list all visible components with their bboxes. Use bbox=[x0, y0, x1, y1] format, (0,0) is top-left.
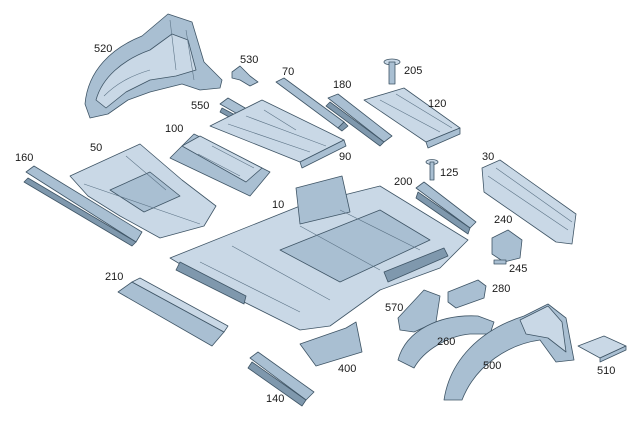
label-570: 570 bbox=[385, 302, 404, 314]
part-200 bbox=[415, 181, 477, 235]
label-120: 120 bbox=[428, 98, 447, 110]
part-30 bbox=[481, 159, 577, 245]
part-10 bbox=[169, 175, 469, 331]
part-400 bbox=[299, 321, 363, 367]
part-100 bbox=[169, 133, 271, 197]
part-120 bbox=[363, 87, 461, 149]
part-245 bbox=[493, 259, 507, 265]
part-500 bbox=[443, 303, 575, 401]
part-210 bbox=[117, 277, 229, 347]
label-280: 280 bbox=[492, 283, 511, 295]
label-30: 30 bbox=[482, 151, 495, 163]
part-125 bbox=[425, 159, 439, 181]
label-245: 245 bbox=[509, 263, 528, 275]
label-520: 520 bbox=[94, 43, 113, 55]
label-10: 10 bbox=[272, 199, 285, 211]
part-70 bbox=[275, 77, 349, 132]
label-205: 205 bbox=[404, 65, 423, 77]
part-160 bbox=[23, 165, 143, 247]
part-510 bbox=[577, 335, 627, 363]
part-240 bbox=[491, 229, 523, 263]
label-530: 530 bbox=[240, 54, 259, 66]
label-140: 140 bbox=[266, 393, 285, 405]
label-100: 100 bbox=[165, 123, 184, 135]
label-180: 180 bbox=[333, 79, 352, 91]
label-50: 50 bbox=[90, 142, 103, 154]
label-400: 400 bbox=[338, 363, 357, 375]
label-500: 500 bbox=[483, 360, 502, 372]
label-160: 160 bbox=[15, 152, 34, 164]
label-510: 510 bbox=[597, 365, 616, 377]
label-210: 210 bbox=[105, 271, 124, 283]
label-125: 125 bbox=[440, 167, 459, 179]
part-520 bbox=[84, 13, 223, 119]
part-50 bbox=[69, 143, 217, 239]
label-550: 550 bbox=[191, 100, 210, 112]
label-260: 260 bbox=[437, 336, 456, 348]
label-90: 90 bbox=[339, 151, 352, 163]
label-200: 200 bbox=[394, 176, 413, 188]
part-180 bbox=[325, 93, 393, 147]
part-140 bbox=[247, 351, 315, 407]
part-530 bbox=[231, 65, 259, 87]
part-280 bbox=[447, 279, 487, 309]
part-260 bbox=[397, 315, 495, 369]
label-240: 240 bbox=[494, 214, 513, 226]
label-70: 70 bbox=[282, 66, 295, 78]
part-90 bbox=[209, 99, 347, 169]
part-205 bbox=[383, 58, 401, 85]
